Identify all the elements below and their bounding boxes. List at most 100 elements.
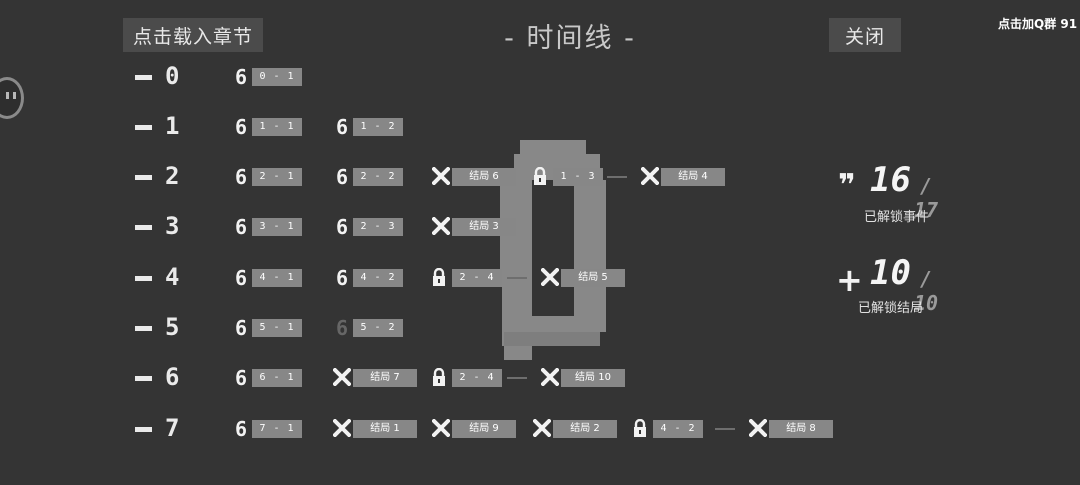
six-icon: 6 (234, 366, 248, 390)
node-label: 结局 8 (769, 420, 833, 438)
timeline-node[interactable]: 结局 3 (432, 212, 522, 242)
cross-icon (333, 419, 351, 439)
node-label: 4 - 2 (653, 420, 703, 438)
load-chapter-button[interactable]: 点击载入章节 (123, 18, 263, 52)
node-label: 2 - 4 (452, 269, 502, 287)
events-stat: ❞ 16 / 17 已解锁事件 (830, 160, 950, 230)
six-icon: 6 (234, 316, 248, 340)
endings-stat: + 10 / 10 已解锁结局 (830, 253, 950, 323)
lock-icon (432, 268, 450, 288)
timeline-connector (715, 428, 735, 430)
chapter-number: 5 (165, 313, 180, 341)
chapter-dash (135, 175, 152, 180)
timeline-connector (507, 377, 527, 379)
events-count: 16 (870, 160, 911, 200)
cross-icon (533, 419, 551, 439)
background-digit-zero (500, 140, 606, 360)
lock-icon (533, 167, 551, 187)
six-icon: 6 (234, 266, 248, 290)
six-icon: 6 (234, 115, 248, 139)
lock-icon (432, 368, 450, 388)
node-label: 结局 5 (561, 269, 625, 287)
side-chat-icon[interactable] (0, 77, 24, 119)
timeline-node[interactable]: 1 - 3 (533, 162, 623, 192)
node-label: 4 - 1 (252, 269, 302, 287)
node-label: 结局 9 (452, 420, 516, 438)
cross-icon (333, 368, 351, 388)
node-label: 0 - 1 (252, 68, 302, 86)
node-label: 2 - 3 (353, 218, 403, 236)
node-label: 结局 3 (452, 218, 516, 236)
chapter-number: 6 (165, 363, 180, 391)
chapter-number: 0 (165, 62, 180, 90)
timeline-node[interactable]: 结局 5 (541, 263, 631, 293)
events-total: / 17 (913, 174, 939, 222)
join-qq-group-link[interactable]: 点击加Q群 91 (998, 17, 1078, 31)
cross-icon (641, 167, 659, 187)
chapter-number: 7 (165, 414, 180, 442)
six-icon: 6 (335, 115, 349, 139)
node-label: 2 - 2 (353, 168, 403, 186)
timeline-node[interactable]: 4 - 2 (633, 414, 723, 444)
chapter-dash (135, 225, 152, 230)
node-label: 1 - 2 (353, 118, 403, 136)
six-icon: 6 (234, 65, 248, 89)
cross-icon (541, 268, 559, 288)
plus-icon: + (836, 261, 863, 299)
node-label: 结局 10 (561, 369, 625, 387)
six-icon: 6 (234, 165, 248, 189)
node-label: 结局 1 (353, 420, 417, 438)
chapter-dash (135, 326, 152, 331)
six-icon: 6 (234, 215, 248, 239)
close-button[interactable]: 关闭 (829, 18, 901, 52)
timeline-node[interactable]: 2 - 4 (432, 263, 522, 293)
node-label: 结局 6 (452, 168, 516, 186)
chapter-number: 4 (165, 263, 180, 291)
timeline-node[interactable]: 结局 1 (333, 414, 423, 444)
chapter-dash (135, 75, 152, 80)
endings-caption: 已解锁结局 (858, 301, 924, 316)
timeline-node[interactable]: 2 - 4 (432, 363, 522, 393)
lock-icon (633, 419, 651, 439)
cross-icon (432, 167, 450, 187)
timeline-node[interactable]: 结局 10 (541, 363, 631, 393)
timeline-node[interactable]: 结局 7 (333, 363, 423, 393)
quote-icon: ❞ (838, 168, 856, 203)
timeline-connector (607, 176, 627, 178)
timeline-node[interactable]: 结局 8 (749, 414, 839, 444)
six-icon: 6 (234, 417, 248, 441)
timeline-node[interactable]: 结局 4 (641, 162, 731, 192)
timeline-node[interactable]: 结局 2 (533, 414, 623, 444)
timeline-connector (507, 277, 527, 279)
six-icon: 6 (335, 316, 349, 340)
node-label: 结局 4 (661, 168, 725, 186)
timeline-node[interactable]: 结局 9 (432, 414, 522, 444)
node-label: 2 - 4 (452, 369, 502, 387)
node-label: 结局 7 (353, 369, 417, 387)
node-label: 5 - 2 (353, 319, 403, 337)
timeline-node[interactable]: 结局 6 (432, 162, 522, 192)
node-label: 1 - 3 (553, 168, 603, 186)
chapter-number: 3 (165, 212, 180, 240)
endings-count: 10 (870, 253, 911, 293)
